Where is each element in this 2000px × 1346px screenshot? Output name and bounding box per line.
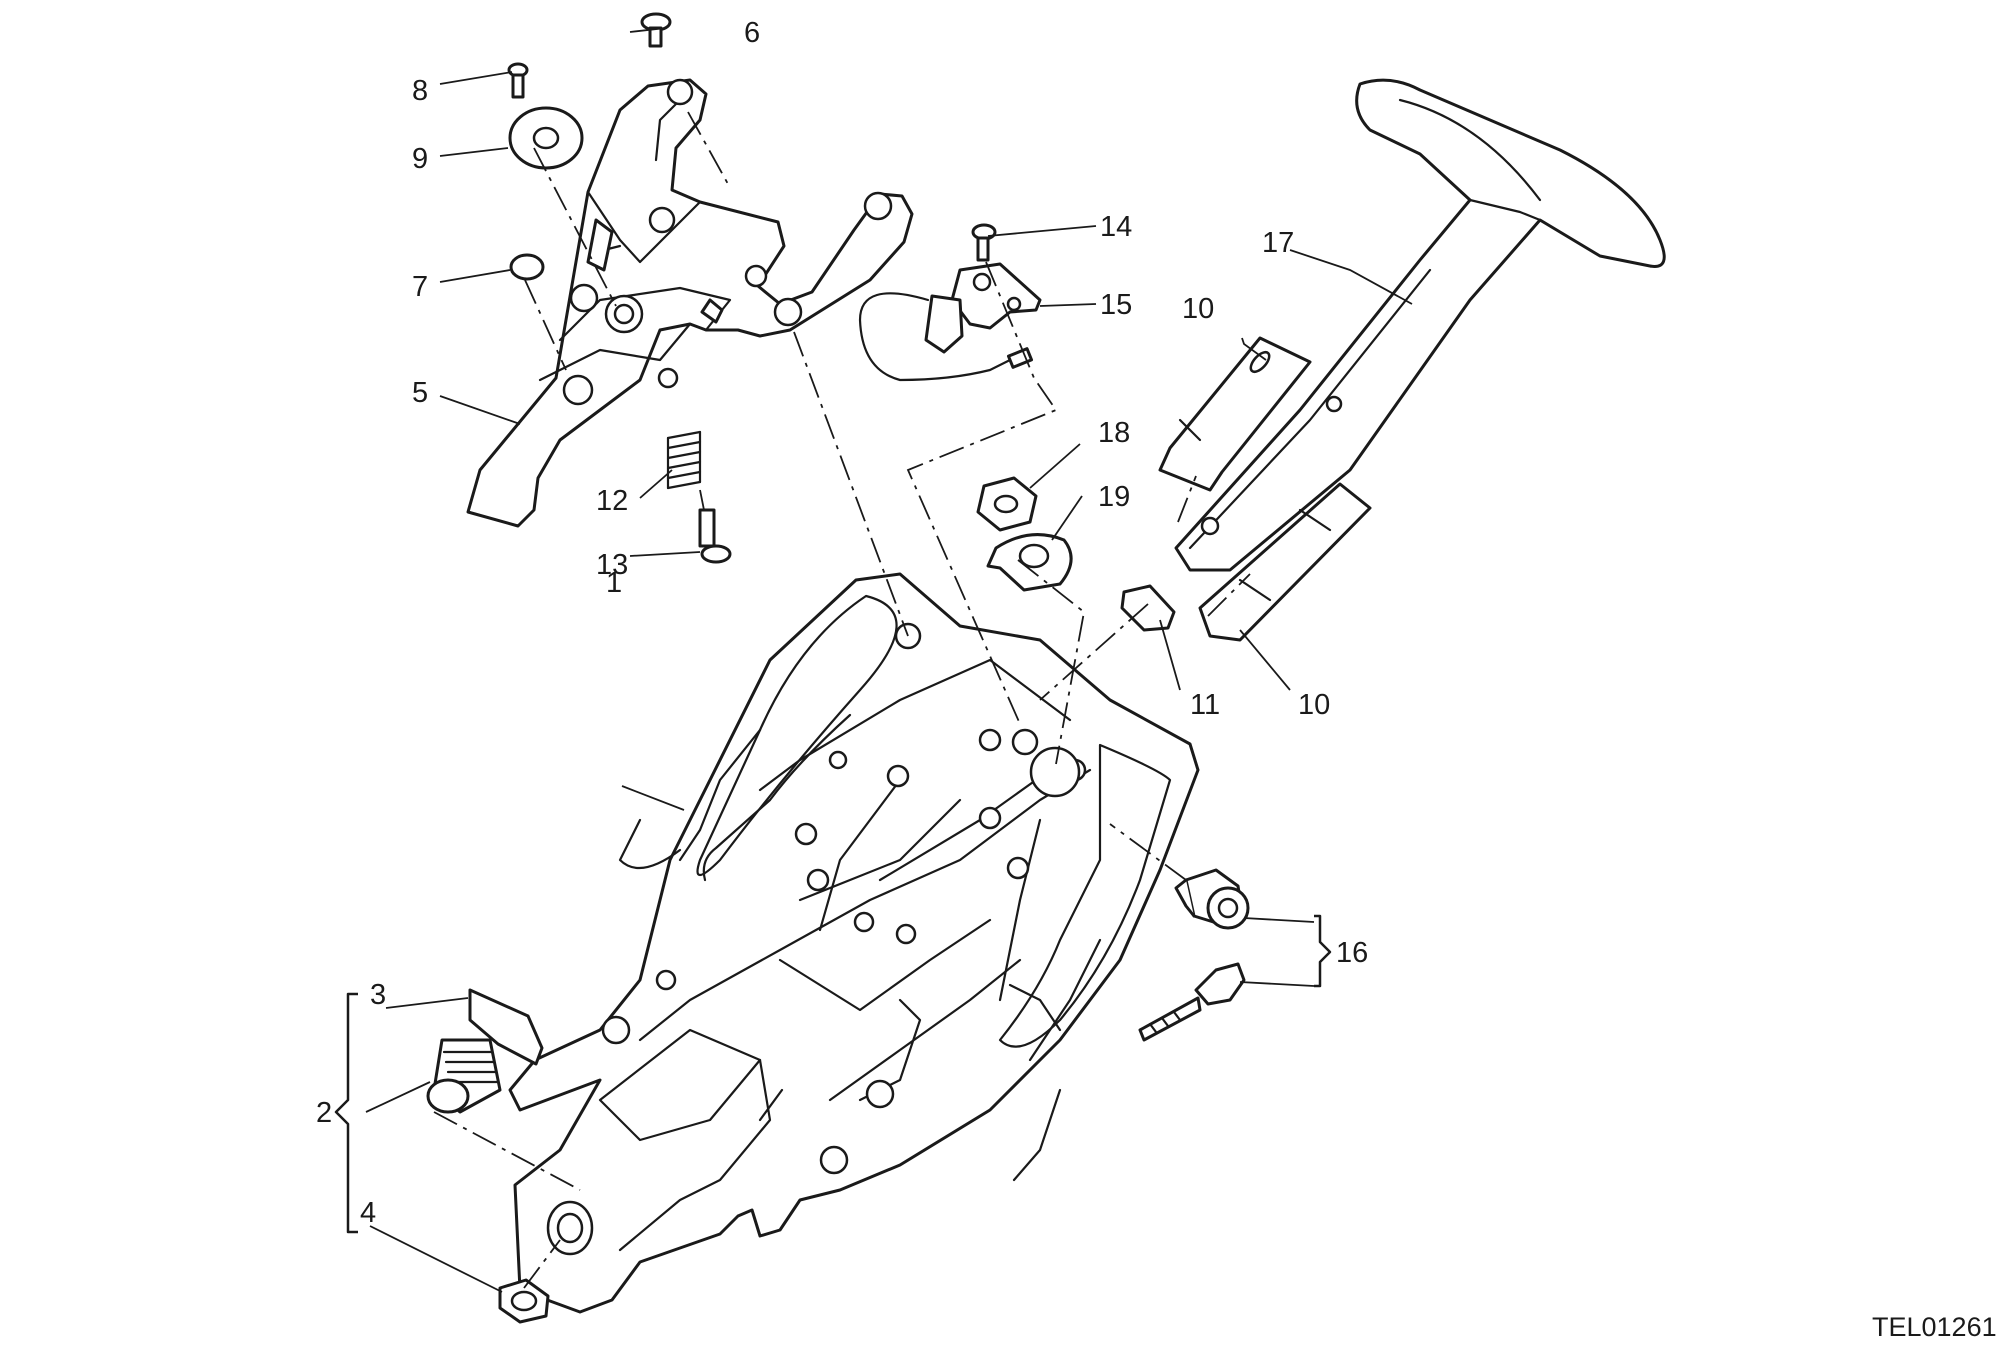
leader-lines — [365, 27, 1413, 1293]
label-9: 9 — [412, 143, 428, 175]
label-10-top: 10 — [1182, 293, 1214, 325]
label-1: 1 — [606, 567, 622, 599]
part-10b-slider — [1198, 482, 1372, 642]
part-6-screw — [640, 12, 672, 48]
part-13-pin — [698, 508, 732, 564]
part-labels: 3 2 4 1 5 6 7 8 9 10 10 11 12 13 14 15 1… — [316, 17, 1368, 1229]
part-19-clip — [986, 533, 1073, 592]
group-braces — [334, 914, 1332, 1234]
label-17: 17 — [1262, 227, 1294, 259]
label-8: 8 — [412, 75, 428, 107]
label-13: 13 — [596, 549, 628, 581]
label-4: 4 — [360, 1197, 376, 1229]
part-8-screw — [507, 62, 529, 99]
part-14-screw — [971, 223, 997, 262]
label-5: 5 — [412, 377, 428, 409]
part-10a-slider — [1158, 336, 1312, 492]
part-2-lock-cylinder-set — [426, 988, 550, 1324]
assembly-lines — [433, 111, 1251, 1289]
label-10-bottom: 10 — [1298, 689, 1330, 721]
part-9-washer — [508, 106, 584, 170]
part-17-grab-handle — [1174, 78, 1666, 572]
label-6: 6 — [744, 17, 760, 49]
label-14: 14 — [1100, 211, 1132, 243]
label-2: 2 — [316, 1097, 332, 1129]
part-15-seat-lock-latch — [858, 262, 1042, 382]
label-16: 16 — [1336, 937, 1368, 969]
label-3: 3 — [370, 979, 386, 1011]
part-12-spring — [666, 430, 702, 490]
label-15: 15 — [1100, 289, 1132, 321]
part-3-cylinder — [426, 988, 544, 1114]
label-18: 18 — [1098, 417, 1130, 449]
label-7: 7 — [412, 271, 428, 303]
label-11: 11 — [1190, 689, 1220, 721]
part-1-rear-subframe — [508, 572, 1200, 1314]
label-12: 12 — [596, 485, 628, 517]
part-18-nut — [976, 476, 1038, 532]
label-19: 19 — [1098, 481, 1130, 513]
brace-part-2 — [334, 992, 358, 1234]
brace-part-16 — [1314, 914, 1332, 988]
part-16-lock-and-key — [1138, 868, 1250, 1042]
part-4-ring-nut — [498, 1278, 550, 1324]
part-7-cap — [509, 253, 545, 281]
drawing-code: TEL01261 — [1872, 1312, 1997, 1342]
part-5-bracket-assembly — [466, 78, 914, 528]
part-11-grommet — [1120, 584, 1176, 632]
